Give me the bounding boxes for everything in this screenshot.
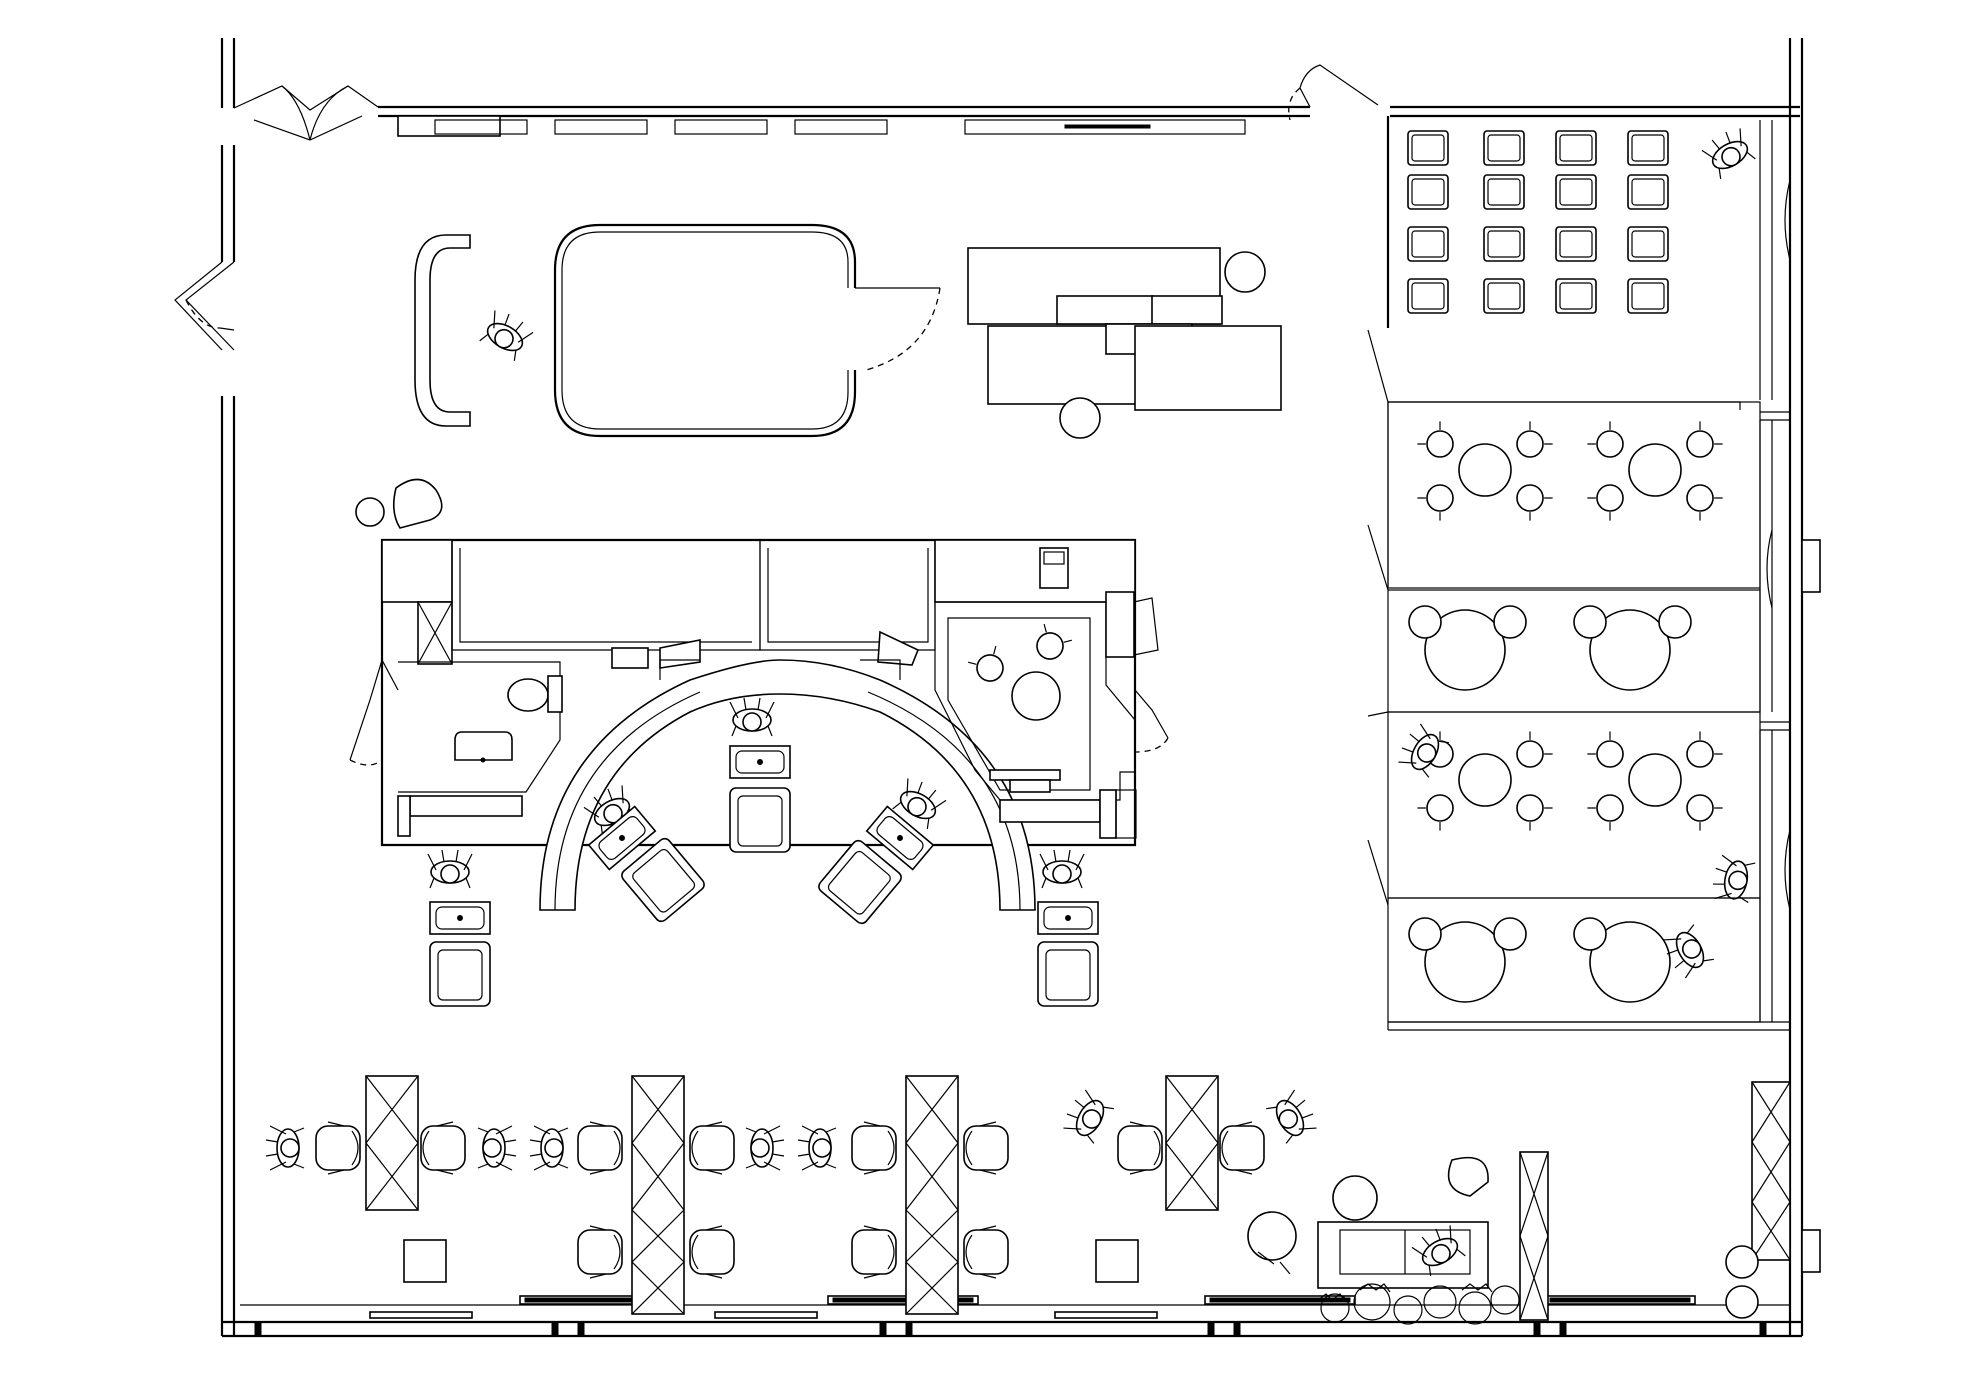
station-2: [529, 1075, 785, 1315]
top-wall-shelves: [397, 115, 1246, 137]
consultation-door: [1134, 689, 1169, 753]
lounge-corner: [1247, 1081, 1791, 1321]
consultation-room: [934, 591, 1159, 801]
wash-station-right: [815, 774, 949, 927]
wash-station-center: [729, 697, 791, 853]
dining-room-3: [1367, 711, 1761, 906]
right-wall-doors: [1766, 179, 1791, 911]
side-table-and-plant: [355, 478, 443, 529]
wc-door: [349, 658, 399, 766]
top-right-door: [1288, 64, 1379, 121]
wash-station-left: [581, 781, 708, 925]
left-entrance-door: [174, 261, 235, 351]
front-window-sills: [369, 1295, 1696, 1319]
wash-station-far-right: [1037, 849, 1099, 1007]
dining-room-4: [1367, 839, 1761, 1023]
dining-room-1: [1367, 329, 1761, 589]
wc-room: [397, 661, 563, 837]
top-left-revolving-door: [233, 85, 379, 141]
dining-room-2: [1367, 524, 1761, 713]
wash-station-far-left: [427, 849, 491, 1007]
receptionist: [477, 306, 536, 363]
side-counters: [999, 789, 1137, 839]
central-block-outline: [380, 538, 1137, 847]
curved-reception-desk: [414, 234, 471, 427]
planter-shrubs: [1317, 1283, 1520, 1325]
station-3: [797, 1075, 1009, 1315]
rounded-booth: [553, 223, 941, 438]
front-wall-mullions: [254, 1321, 1767, 1337]
mirror-shelves: [611, 630, 920, 669]
arc-styling-counter: [539, 659, 1036, 911]
station-1: [265, 1075, 517, 1283]
stacked-benches: [967, 247, 1282, 439]
station-4: [1059, 1075, 1321, 1283]
waiting-area-person: [1699, 124, 1758, 181]
waiting-area-chairs: [1407, 130, 1669, 314]
